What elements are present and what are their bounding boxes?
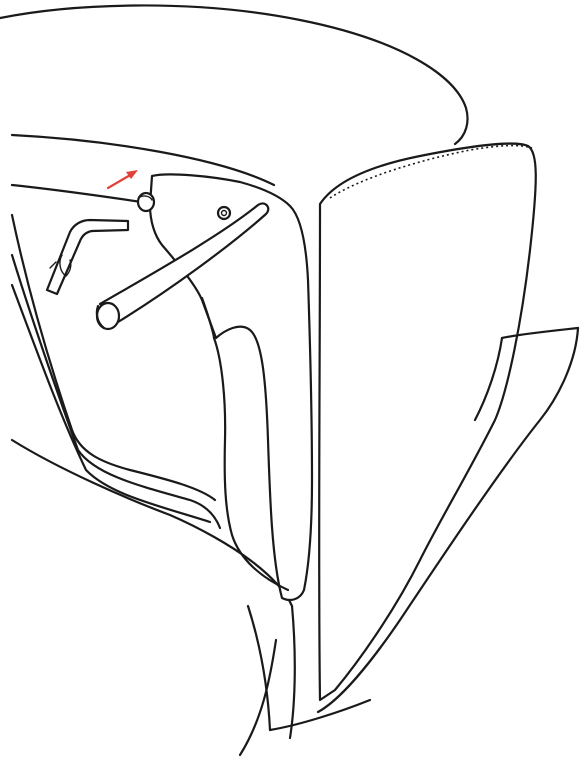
- screw: [138, 193, 154, 211]
- seat-cushion: [318, 144, 578, 712]
- hex-key: [47, 220, 128, 294]
- bolt-hole: [218, 207, 230, 219]
- direction-arrow: [108, 170, 138, 188]
- chair-backrest: [0, 5, 468, 185]
